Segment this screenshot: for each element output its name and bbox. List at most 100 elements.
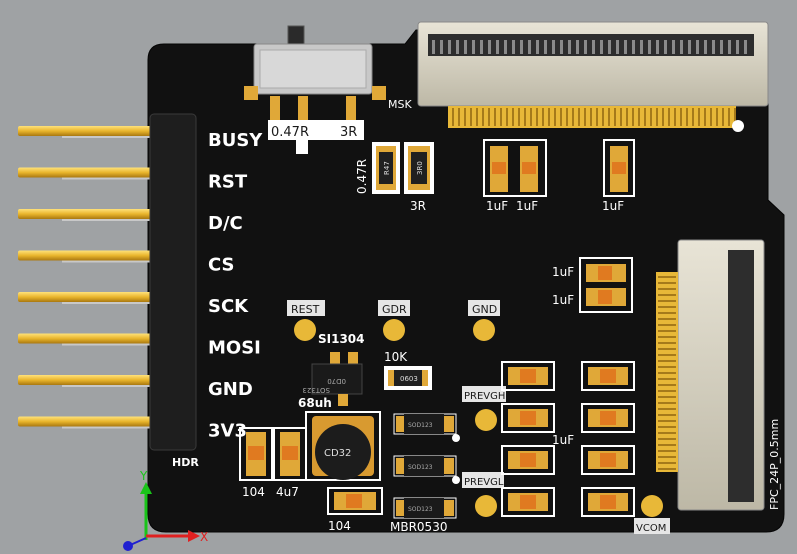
resistor-047-label: 0.47R [355,159,369,194]
header-pin-label-5: MOSI [208,338,261,359]
fpc-top-tooth [432,40,435,54]
diode-ref: MBR0530 [390,520,447,534]
test-point-prevgl[interactable]: PREVGL [462,472,504,517]
fpc-right-lead [658,324,676,326]
grid-capacitor [581,403,635,433]
svg-text:0D70: 0D70 [327,377,346,385]
resistor-3r: 3R0 3R [404,142,434,213]
fpc-top-lead [704,108,706,126]
resistor-047: R47 0.47R [355,142,400,194]
fpc-top-lead [716,108,718,126]
fpc-top-tooth [448,40,451,54]
fpc-top-tooth [544,40,547,54]
axis-x-label: X [200,530,208,544]
fpc-top-lead [452,108,454,126]
cap-pair-top: 1uF 1uF [483,139,547,213]
fpc-top-lead [614,108,616,126]
svg-text:GND: GND [472,303,497,316]
fpc-top-lead [620,108,622,126]
fpc-right-lead [658,444,676,446]
test-point-vcom[interactable]: VCOM [634,495,670,534]
fpc-right-lead [658,366,676,368]
fpc-top-tooth [600,40,603,54]
test-point-prevgh[interactable]: PREVGH [462,386,506,431]
fpc-right-lead [658,408,676,410]
fpc-top-tooth [632,40,635,54]
header-pin-shadow-7 [62,426,166,429]
fpc-top-tooth [704,40,707,54]
fpc-connector-top [417,21,769,132]
test-point-gdr[interactable]: GDR [378,300,410,341]
grid-capacitor [501,487,555,517]
fpc-top-lead [482,108,484,126]
fpc-right-lead [658,282,676,284]
fpc-top-lead [470,108,472,126]
fpc-top-lead [710,108,712,126]
switch-label-right: 3R [340,125,357,140]
inductor-68uh: 68uh CD32 [298,396,381,481]
fpc-top-lead [668,108,670,126]
cap-label-c3: 1uF [602,199,624,213]
fpc-top-tooth [504,40,507,54]
slide-switch[interactable]: 0.47R 3R MSK [244,25,412,154]
cap-104-b: 104 [327,487,383,533]
fpc-top-lead [458,108,460,126]
svg-text:PREVGL: PREVGL [464,477,504,488]
cap-single-top: 1uF [602,139,635,213]
svg-text:68uh: 68uh [298,396,332,410]
fpc-right-lead [658,312,676,314]
fpc-top-lead [728,108,730,126]
fpc-top-tooth [576,40,579,54]
fpc-top-tooth [640,40,643,54]
fpc-top-tooth [440,40,443,54]
fpc-right-lead [658,354,676,356]
diode-3: SOD123 [393,497,457,519]
svg-text:104: 104 [242,485,265,499]
fpc-top-tooth [472,40,475,54]
fpc-top-lead [578,108,580,126]
fpc-right-lead [658,384,676,386]
cap-label-c1: 1uF [486,199,508,213]
switch-ref-label: MSK [388,98,412,111]
fpc-top-lead [548,108,550,126]
cap-right-pair: 1uF 1uF [552,257,633,313]
fpc-top-lead [608,108,610,126]
cap-label-grid: 1uF [552,433,574,447]
fpc-top-lead [572,108,574,126]
fpc-top-tooth [520,40,523,54]
axis-y-label: Y [139,469,148,483]
fpc-top-tooth [736,40,739,54]
fpc-top-lead [554,108,556,126]
fpc-top-lead [518,108,520,126]
header-pin-shadow-1 [62,177,166,180]
fpc-top-lead [584,108,586,126]
fpc-right-lead [658,306,676,308]
grid-capacitor [581,361,635,391]
header-pin-shadow-0 [62,136,166,138]
header-pin-6 [18,375,160,385]
grid-capacitor [501,403,555,433]
fpc-connector-right: FPC_24P_0.5mm [656,239,781,511]
svg-text:SOT323: SOT323 [302,386,330,394]
test-point-rest[interactable]: REST [287,300,325,341]
header-pin-shadow-5 [62,343,166,346]
test-point-gnd[interactable]: GND [468,300,500,341]
svg-text:PREVGH: PREVGH [464,391,505,402]
header-pin-label-4: SCK [208,296,249,317]
header-pin-label-3: CS [208,255,235,276]
fpc-top-tooth [584,40,587,54]
fpc-right-lead [658,300,676,302]
fpc-top-lead [734,108,736,126]
grid-capacitor [501,445,555,475]
fpc-top-tooth [680,40,683,54]
svg-text:4u7: 4u7 [276,485,299,499]
fpc-top-tooth [512,40,515,54]
fpc-top-tooth [624,40,627,54]
header-pin-0 [18,126,160,136]
cap-label-c5: 1uF [552,293,574,307]
header-pin-shadow-3 [62,260,166,263]
header-pin-2 [18,209,160,219]
fpc-top-tooth [688,40,691,54]
svg-text:SOD123: SOD123 [408,464,433,471]
